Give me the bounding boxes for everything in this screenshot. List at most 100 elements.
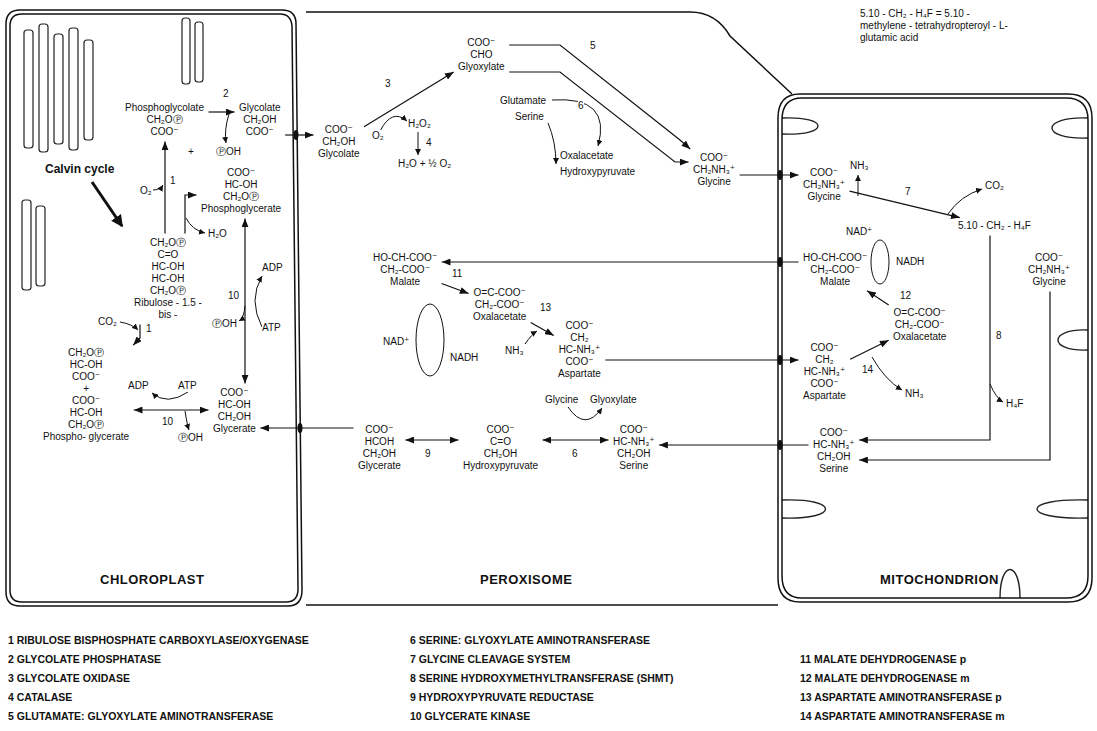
- structural-formula: CH₂OⓅ COO⁻: [146, 114, 182, 138]
- label-holder: 3 GLYCOLATE OXIDASE: [8, 672, 130, 684]
- metabolite-node: COO⁻ CHOGlyoxylate: [455, 35, 508, 75]
- reaction-arrow: [164, 142, 165, 234]
- reactant-label: H₂O₂: [408, 118, 431, 130]
- side-reaction-arrow: [152, 392, 188, 399]
- enzyme-number: 12: [900, 290, 911, 302]
- metabolite-name: Aspartate: [558, 368, 601, 380]
- label-holder: 6: [572, 448, 578, 460]
- label-holder: 1: [146, 323, 152, 335]
- reactant-label: Oxalacetate: [560, 150, 613, 162]
- label-holder: 8 SERINE HYDROXYMETHYLTRANSFERASE (SHMT): [410, 672, 674, 684]
- organelle: MITOCHONDRIONCOO⁻ CH₂NH₃⁺Glycine5.10 - C…: [776, 92, 1094, 604]
- label-holder: 10: [162, 416, 173, 428]
- reaction-arrow: [285, 134, 313, 135]
- reactant-label: ⓅOH: [178, 432, 203, 444]
- metabolite-name: Oxalacetate: [473, 311, 526, 323]
- enzyme-key: 8 SERINE HYDROXYMETHYLTRANSFERASE (SHMT): [410, 672, 674, 684]
- label-holder: NAD⁺: [846, 226, 872, 238]
- metabolite-name: Glycine: [807, 191, 840, 203]
- structural-formula: COO⁻ CH₂ HC‑NH₃⁺ COO⁻: [804, 342, 846, 390]
- enzyme-number: 1: [170, 175, 176, 187]
- reactant-label: ADP: [262, 262, 283, 274]
- side-reaction-arrow: [120, 322, 138, 330]
- metabolite-name: Glycolate: [239, 102, 281, 114]
- metabolite-name: Serine: [819, 463, 848, 475]
- label-holder: Serine: [515, 111, 544, 123]
- structural-formula: COO⁻ CH₂NH₃⁺: [803, 167, 845, 191]
- label-holder: ATP: [262, 322, 281, 334]
- metabolite-node: COO⁻ CH₂ HC‑NH₃⁺ COO⁻Aspartate: [800, 340, 849, 404]
- reaction-arrow: [543, 439, 609, 440]
- reactant-label: ⓅOH: [212, 318, 237, 330]
- reactant-label: H₂O + ½ O₂: [398, 158, 451, 170]
- structural-formula: COO⁻ HC‑OH CH₂OH: [218, 387, 251, 423]
- thylakoid-stack: [84, 40, 93, 140]
- label-holder: O₂: [372, 130, 384, 142]
- reaction-arrow: [209, 111, 235, 112]
- structural-formula: COO⁻ HC‑OH CH₂OⓅ: [68, 395, 104, 431]
- reactant-label: CO₂: [985, 180, 1004, 192]
- label-holder: NH₃: [505, 345, 524, 357]
- metabolite-name: Glycine: [697, 176, 730, 188]
- reactant-label: Hydroxypyruvate: [560, 166, 635, 178]
- membrane: [778, 94, 1092, 602]
- metabolite-name: Serine: [619, 460, 648, 472]
- label-holder: Calvin cycle: [45, 163, 114, 175]
- label-holder: 4: [426, 137, 432, 149]
- metabolite-node: O=C‑COO⁻ CH₂‑COO⁻Oxalacetate: [890, 305, 949, 345]
- metabolite-name: Phosphoglycerate: [201, 203, 281, 215]
- reactant-label: H₂O: [208, 228, 227, 240]
- enzyme-number: 2: [223, 88, 229, 100]
- enzyme-number: 3: [385, 78, 391, 90]
- reactant-label: NADH: [450, 352, 478, 364]
- reaction-arrow: [531, 323, 554, 336]
- calvin-cycle-arrow: [92, 182, 122, 226]
- thylakoid-stack: [69, 28, 78, 150]
- metabolite-node: COO⁻ HCOH CH₂OHGlycerate: [355, 422, 404, 474]
- structural-formula: CH₂OⓅ HC‑OH COO⁻: [68, 347, 104, 383]
- reactant-label: NH₃: [905, 388, 924, 400]
- label-holder: O₂: [140, 185, 152, 197]
- metabolite-name: Phosphoglycolate: [125, 102, 204, 114]
- metabolite-node: COO⁻ HC‑NH₃⁺ CH₂OHSerine: [810, 425, 858, 477]
- label-holder: Glyoxylate: [590, 394, 637, 406]
- metabolite-node: HO‑CH‑COO⁻ CH₂‑COO⁻Malate: [800, 250, 870, 290]
- organelle: CHLOROPLASTCH₂OⓅ C=O HC‑OH HC‑OH CH₂OⓅRi…: [6, 10, 306, 608]
- label-holder: 7: [905, 186, 911, 198]
- label-holder: 5 GLUTAMATE: GLYOXYLATE AMINOTRANSFERASE: [8, 710, 273, 722]
- reaction-arrow: [740, 174, 799, 175]
- metabolite-node: GlycolateCH₂OH COO⁻: [236, 100, 284, 140]
- reaction-arrow: [244, 219, 245, 384]
- enzyme-key: 12 MALATE DEHYDROGENASE m: [800, 672, 970, 684]
- label-holder: NADH: [896, 256, 924, 268]
- enzyme-number: 8: [996, 330, 1002, 342]
- reactant-label: H₄F: [1006, 398, 1023, 410]
- label-holder: ADP: [262, 262, 283, 274]
- enzyme-number: 11: [452, 268, 462, 280]
- metabolite-node: COO⁻ CH₂NH₃⁺Glycine: [690, 150, 738, 190]
- metabolite-node: COO⁻ HC‑NH₃⁺ CH₂OHSerine: [610, 422, 658, 474]
- mitochondrial-crista: [1052, 118, 1088, 138]
- side-reaction-arrow: [948, 189, 982, 214]
- side-reaction-arrow: [418, 132, 419, 155]
- organelle-name: CHLOROPLAST: [100, 574, 204, 586]
- reaction-arrow: [405, 439, 458, 440]
- enzyme-number: 13: [540, 302, 551, 314]
- metabolite-name: +: [83, 383, 89, 395]
- label-holder: CO₂: [985, 180, 1004, 192]
- metabolite-name: Oxalacetate: [893, 331, 946, 343]
- thylakoid-stack: [195, 22, 203, 82]
- structural-formula: COO⁻ CH₂OH: [322, 124, 355, 148]
- label-holder: Glutamate: [500, 95, 546, 107]
- label-holder: 1 RIBULOSE BISPHOSPHATE CARBOXYLASE/OXYG…: [8, 634, 309, 646]
- structural-formula: COO⁻ C=O CH₂OH: [484, 424, 517, 460]
- side-reaction-arrow: [380, 116, 407, 131]
- reaction-arrow: [859, 292, 1050, 461]
- structural-formula: COO⁻ HC‑NH₃⁺ CH₂OH: [813, 427, 855, 463]
- side-reaction-arrow: [552, 100, 601, 146]
- label-holder: 9 HYDROXYPYRUVATE REDUCTASE: [410, 691, 594, 703]
- label-holder: 7 GLYCINE CLEAVAGE SYSTEM: [410, 653, 570, 665]
- reaction-arrow: [260, 427, 353, 428]
- enzyme-key: 1 RIBULOSE BISPHOSPHATE CARBOXYLASE/OXYG…: [8, 634, 309, 646]
